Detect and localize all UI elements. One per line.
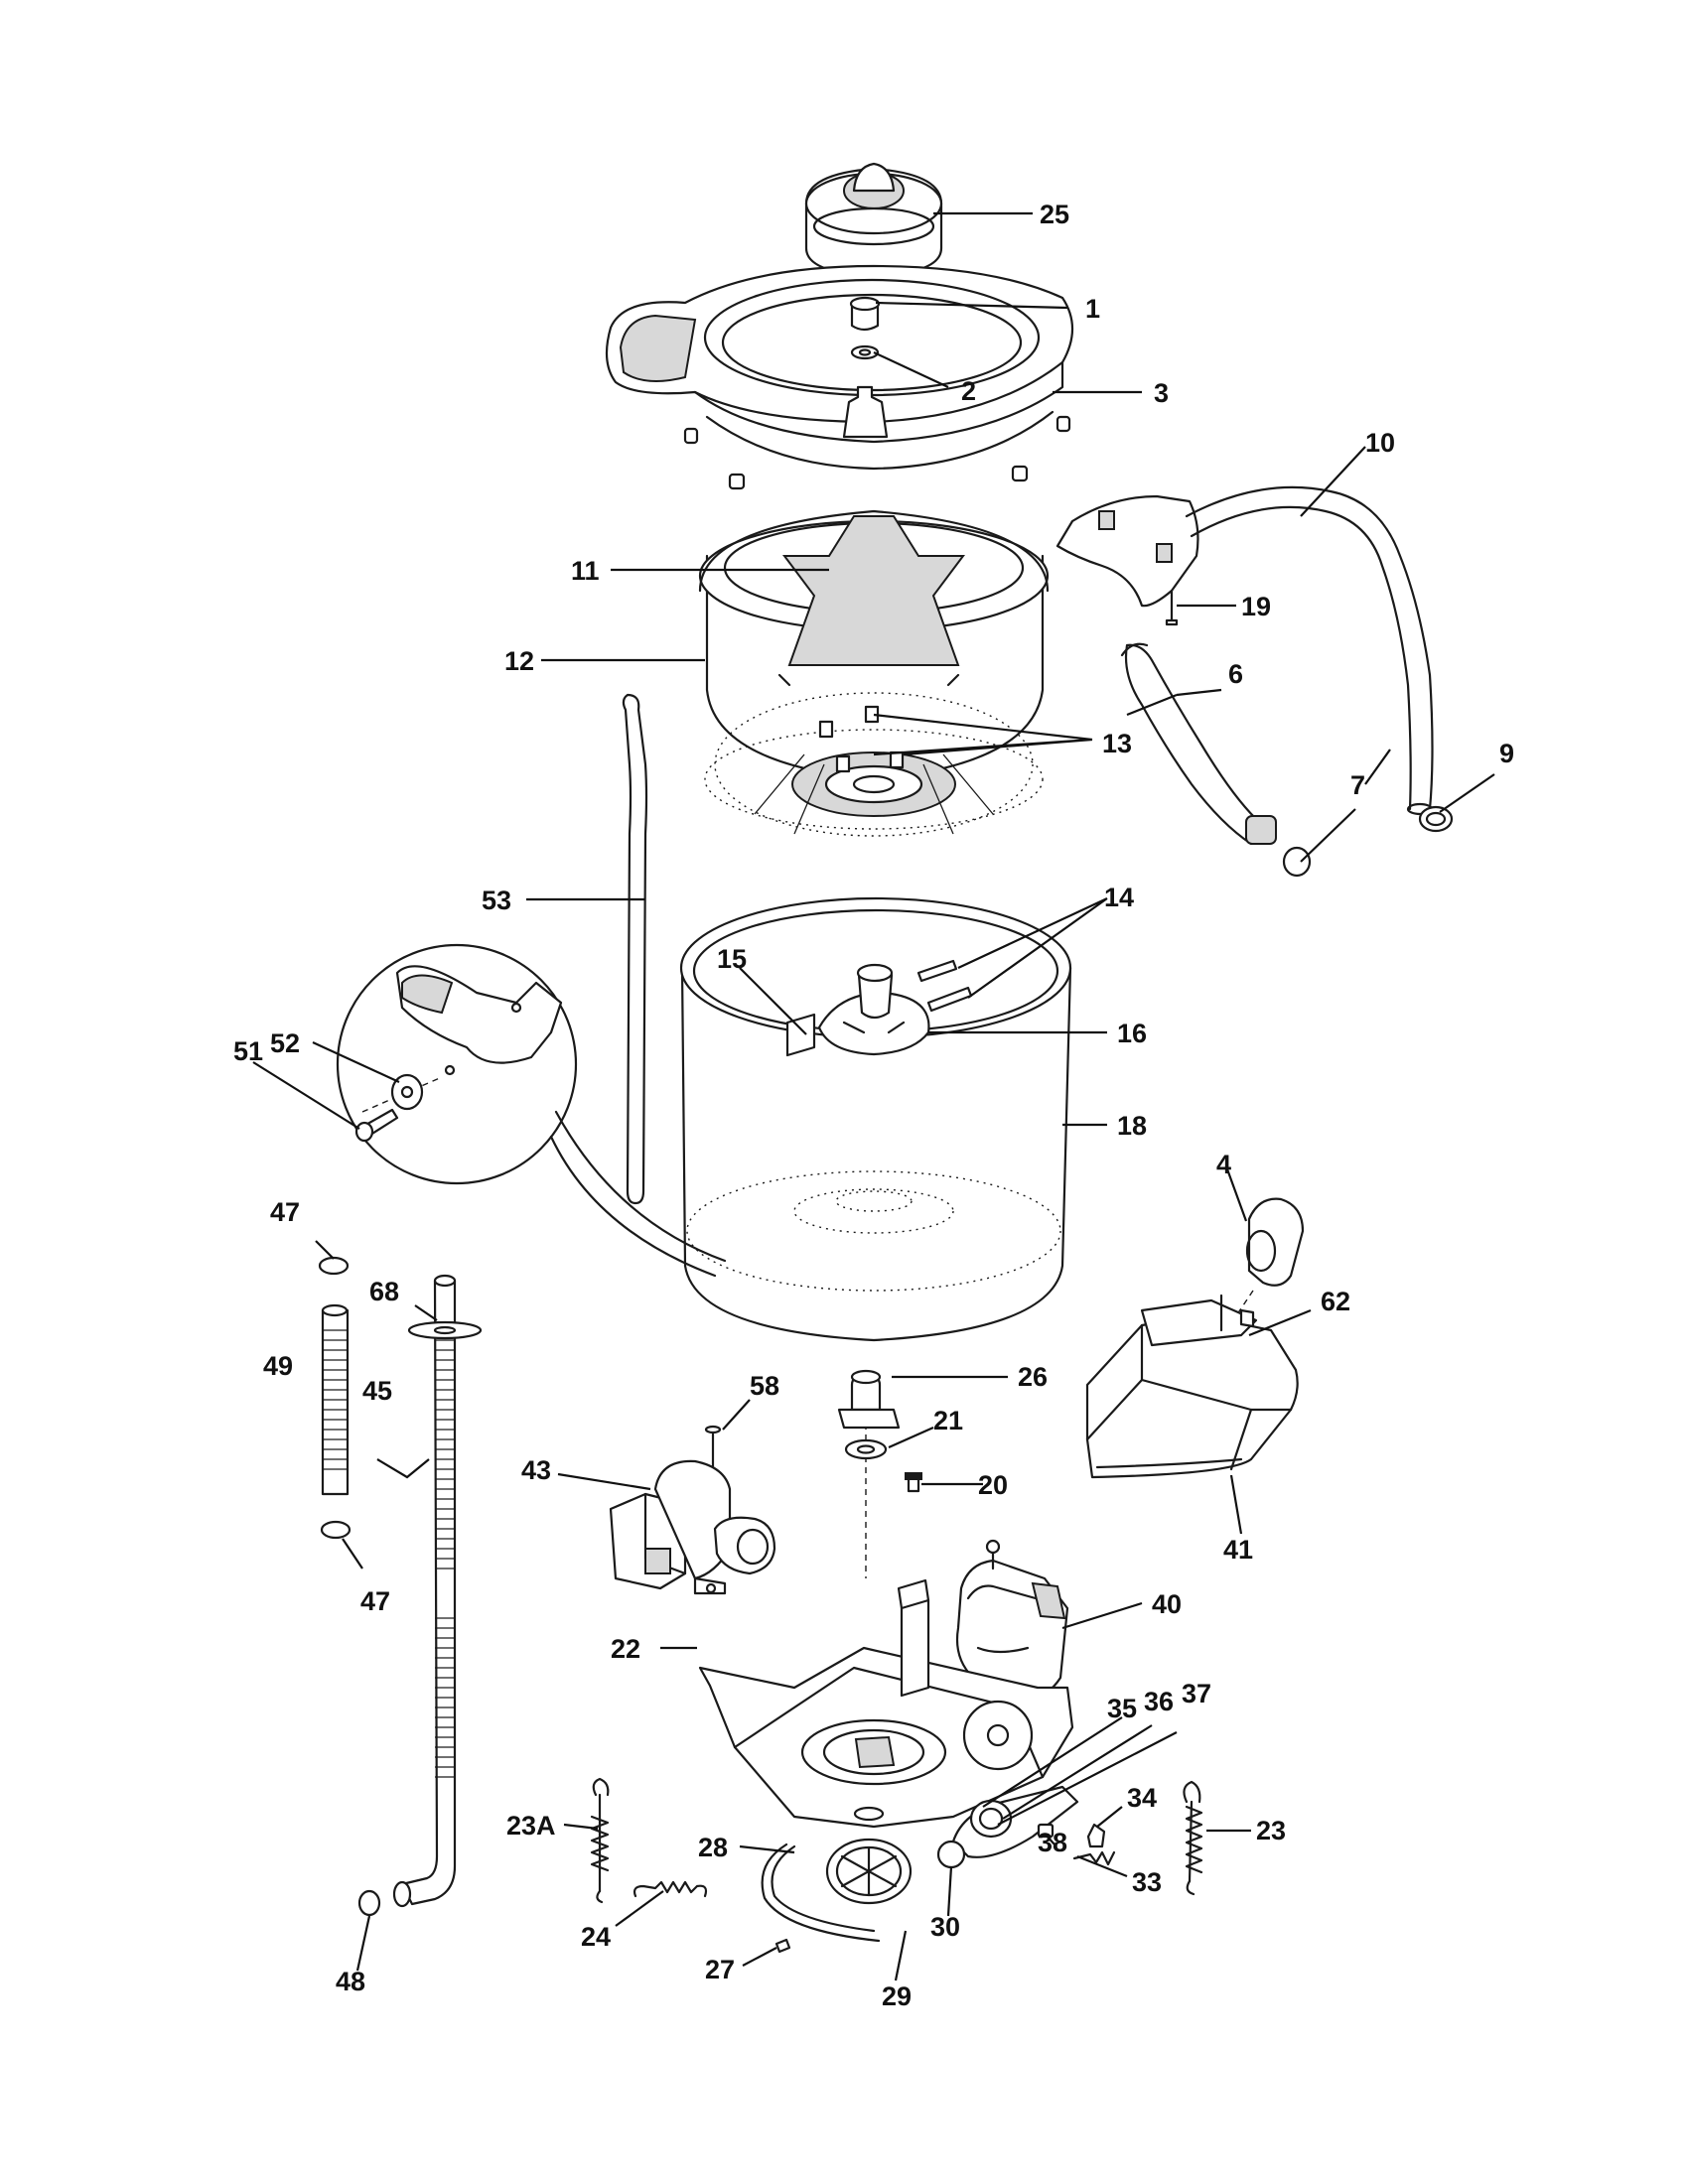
label-18: 18 — [1117, 1111, 1147, 1141]
part-52-washer — [390, 1073, 424, 1111]
part-12-basket — [698, 509, 1050, 837]
part-27-pin — [774, 1938, 791, 1954]
label-10: 10 — [1365, 428, 1395, 458]
label-47-lower: 47 — [360, 1586, 390, 1616]
part-7-clamp — [1282, 846, 1312, 878]
part-51-screw — [354, 1108, 399, 1143]
leader-lines — [252, 211, 1495, 1981]
part-25-agitator-cap — [804, 162, 943, 278]
callout-labels: 25 1 2 3 10 11 19 12 6 13 9 7 14 53 15 1… — [233, 200, 1514, 2011]
label-35: 35 — [1107, 1694, 1137, 1723]
part-47-clamp-lower — [320, 1520, 352, 1540]
label-11: 11 — [571, 556, 600, 586]
part-2-washer — [850, 344, 880, 360]
label-38: 38 — [1038, 1828, 1067, 1857]
part-41-cover — [1085, 1313, 1299, 1479]
part-9-clamp — [1418, 805, 1454, 833]
label-4: 4 — [1216, 1150, 1231, 1179]
part-13-bolts — [818, 705, 905, 773]
part-58-screw — [704, 1425, 722, 1471]
label-29: 29 — [882, 1981, 912, 2011]
label-13: 13 — [1102, 729, 1132, 758]
part-6-hose — [1120, 642, 1277, 846]
label-51: 51 — [233, 1036, 263, 1066]
label-37: 37 — [1182, 1679, 1211, 1708]
label-62: 62 — [1321, 1287, 1350, 1316]
label-34: 34 — [1127, 1783, 1157, 1813]
label-43: 43 — [521, 1455, 551, 1485]
detail-inset-latch — [336, 943, 727, 1278]
label-26: 26 — [1018, 1362, 1048, 1392]
part-49-hose — [321, 1303, 350, 1496]
part-22-base-frame — [698, 1578, 1074, 1829]
part-33-spring — [1072, 1850, 1116, 1866]
label-21: 21 — [933, 1406, 963, 1435]
part-1-nut — [849, 296, 881, 332]
label-6: 6 — [1228, 659, 1243, 689]
part-23-spring — [1183, 1780, 1203, 1896]
label-36: 36 — [1144, 1687, 1174, 1716]
part-29-pulley — [825, 1838, 913, 1905]
part-47-clamp-upper — [318, 1256, 350, 1276]
part-53-pressure-tube — [622, 693, 648, 1205]
label-58: 58 — [750, 1371, 779, 1401]
part-24-spring — [633, 1880, 708, 1898]
part-16-bearing-housing — [817, 963, 930, 1056]
label-68: 68 — [369, 1277, 399, 1306]
label-7: 7 — [1350, 770, 1365, 800]
label-30: 30 — [930, 1912, 960, 1942]
label-52: 52 — [270, 1028, 300, 1058]
part-15-bracket — [785, 1013, 816, 1057]
label-14: 14 — [1104, 883, 1134, 912]
part-28-belt — [761, 1843, 881, 1943]
part-10-fill-hose — [1055, 485, 1434, 816]
label-24: 24 — [581, 1922, 611, 1952]
label-16: 16 — [1117, 1019, 1147, 1048]
agitator-shaft-top — [842, 385, 889, 439]
label-49: 49 — [263, 1351, 293, 1381]
label-12: 12 — [504, 646, 534, 676]
label-20: 20 — [978, 1470, 1008, 1500]
part-26-bearing — [837, 1369, 901, 1430]
part-38-nut — [1037, 1823, 1055, 1839]
part-23A-spring — [590, 1777, 610, 1904]
label-28: 28 — [698, 1833, 728, 1862]
part-19-screw — [1165, 589, 1179, 626]
part-48-clamp — [357, 1889, 381, 1917]
label-22: 22 — [611, 1634, 640, 1664]
label-47-upper: 47 — [270, 1197, 300, 1227]
part-34-cam — [1086, 1823, 1106, 1848]
label-2: 2 — [961, 376, 976, 406]
label-23A: 23A — [506, 1811, 556, 1841]
label-45: 45 — [362, 1376, 392, 1406]
label-1: 1 — [1085, 294, 1100, 324]
part-68-seal — [407, 1320, 483, 1340]
label-48: 48 — [336, 1967, 365, 1996]
label-23: 23 — [1256, 1816, 1286, 1845]
label-33: 33 — [1132, 1867, 1162, 1897]
part-45-drain-hose — [392, 1274, 457, 1908]
label-15: 15 — [717, 944, 747, 974]
label-25: 25 — [1040, 200, 1069, 229]
label-53: 53 — [482, 886, 511, 915]
label-3: 3 — [1154, 378, 1169, 408]
label-41: 41 — [1223, 1535, 1253, 1565]
label-40: 40 — [1152, 1589, 1182, 1619]
label-9: 9 — [1499, 739, 1514, 768]
part-21-washer — [844, 1438, 888, 1460]
label-19: 19 — [1241, 592, 1271, 621]
part-43-pump — [609, 1459, 776, 1595]
part-62-bracket — [1140, 1294, 1258, 1347]
label-27: 27 — [705, 1955, 735, 1984]
part-3-tub-cover — [605, 264, 1073, 490]
part-20-screw — [905, 1472, 922, 1493]
